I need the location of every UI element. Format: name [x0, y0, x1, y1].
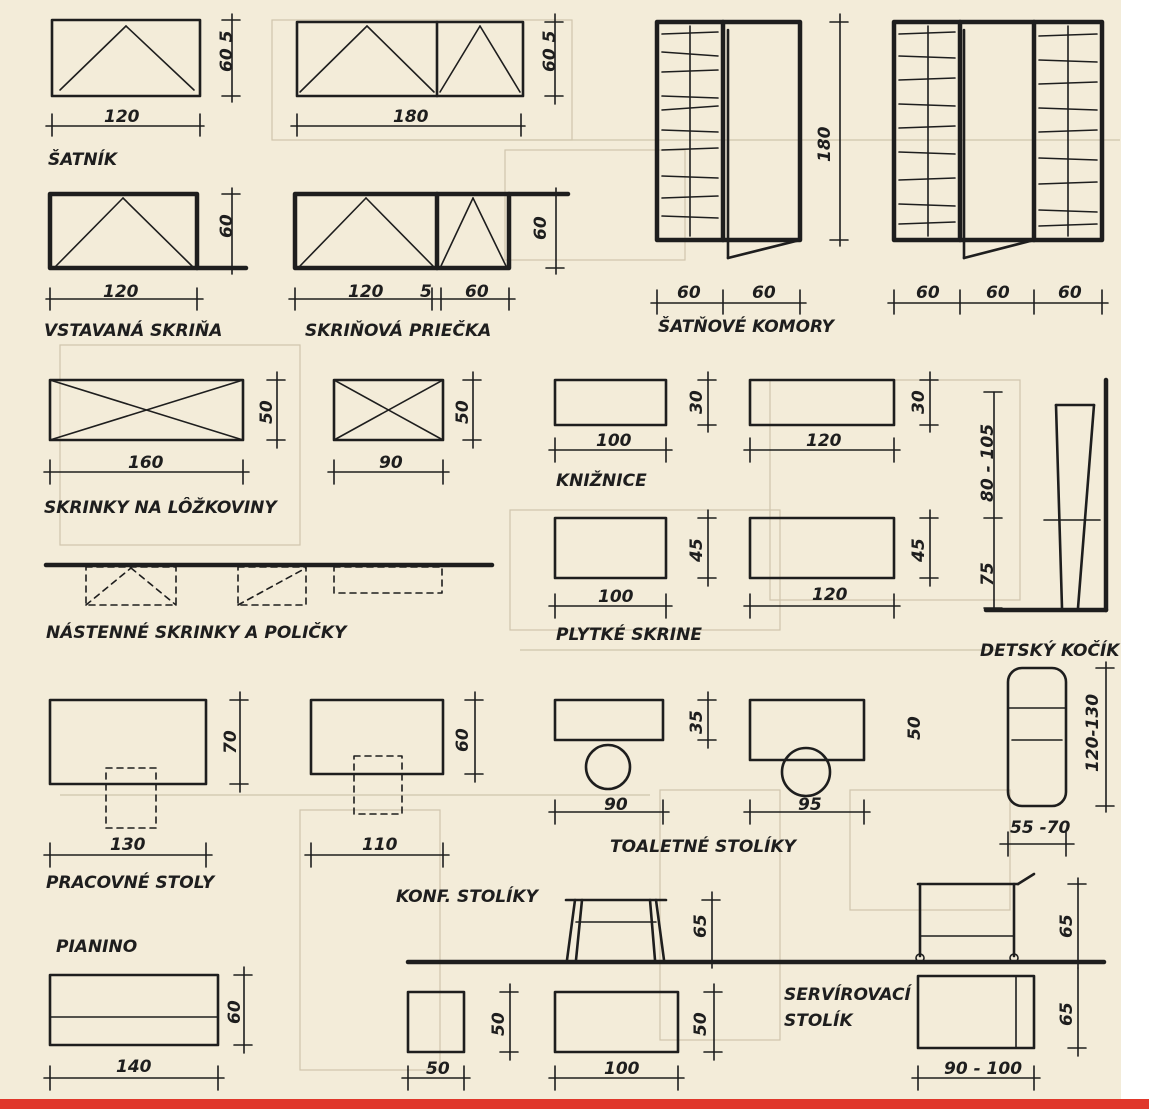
dim-vstav-depth: 60	[217, 214, 237, 238]
toaletny-stolik-90: 90 35	[548, 691, 717, 825]
dim-toal-a-depth: 35	[687, 710, 707, 734]
pracovny-stol-130: 130 70	[43, 691, 249, 868]
plytke-skrine-100: 100 45	[548, 509, 717, 619]
dim-priecka-depth: 60	[531, 216, 551, 240]
dim-kocik-h1: 80 - 105	[978, 424, 998, 502]
dim-serv-width: 90 - 100	[944, 1059, 1022, 1079]
dim-kniz-b-depth: 30	[909, 390, 929, 414]
detsky-kocik-side: 80 - 105 75	[978, 377, 1109, 613]
dim-kocik-h2: 75	[978, 562, 998, 586]
plytke-skrine-120: 120 45	[743, 509, 939, 619]
dim-konf-b-depth: 50	[691, 1012, 711, 1036]
vstavana-skrina: 120 60	[45, 187, 249, 311]
nastenne-skrinky	[43, 562, 495, 606]
label-servirovaci-1: SERVÍROVACÍ	[784, 983, 912, 1005]
dim-loz-b-depth: 50	[453, 400, 473, 424]
dim-kom-b-w3: 60	[1058, 283, 1082, 303]
label-skrinky-na-lozkoviny: SKRINKY NA LÔŽKOVINY	[44, 496, 278, 518]
dim-priecka-w1: 120	[348, 282, 384, 302]
label-skrinova-priecka: SKRIŇOVÁ PRIEČKA	[305, 319, 491, 341]
dim-kniz-b-width: 120	[806, 431, 842, 451]
detsky-kocik-plan: 120-130 55 -70	[999, 661, 1115, 857]
dim-kom-b-w1: 60	[916, 283, 940, 303]
servirovaci-stolik-plan: 90 - 100 65	[911, 967, 1087, 1091]
dim-kocik-width: 55 -70	[1010, 818, 1070, 838]
bottom-red-bar	[0, 1099, 1149, 1109]
label-konf-stoliky: KONF. STOLÍKY	[396, 885, 540, 907]
dim-satnik-b-depth: 60 5	[540, 31, 560, 72]
dim-loz-a-depth: 50	[257, 400, 277, 424]
dim-serv-height: 65	[1057, 914, 1077, 938]
dim-kom-b-w2: 60	[986, 283, 1010, 303]
dim-satnik-a-depth: 60 5	[217, 31, 237, 72]
lozkoviny-160: 160 50	[43, 371, 286, 485]
dim-priecka-gap: 5	[420, 282, 432, 302]
label-satnik: ŠATNÍK	[48, 148, 119, 170]
dim-plyt-b-depth: 45	[909, 538, 929, 563]
pracovny-stol-110: 110 60	[304, 691, 484, 868]
dim-konf-a-width: 50	[426, 1059, 450, 1079]
dim-kom-a-w2: 60	[752, 283, 776, 303]
dim-kniz-a-depth: 30	[687, 390, 707, 414]
kniznice-120: 120 30	[743, 371, 939, 463]
dim-kom-a-w1: 60	[677, 283, 701, 303]
dim-konf-a-depth: 50	[489, 1012, 509, 1036]
label-plytke-skrine: PLYTKÉ SKRINE	[556, 623, 702, 645]
dim-konf-height: 65	[691, 914, 711, 938]
label-kniznice: KNIŽNICE	[556, 469, 647, 491]
servirovaci-stolik-side: 65	[915, 872, 1087, 969]
dim-kocik-length: 120-130	[1083, 694, 1103, 772]
lozkoviny-90: 90 50	[327, 371, 482, 485]
hanging-clothes-lines-a	[661, 25, 719, 237]
toaletny-stolik-95: 95 50	[743, 698, 925, 825]
label-satnove-komory: ŠATŇOVÉ KOMORY	[658, 315, 836, 337]
dim-loz-b-width: 90	[379, 453, 403, 473]
pianino: 140 60	[43, 966, 253, 1091]
dim-stol-b-depth: 60	[453, 728, 473, 752]
label-vstavana-skrina: VSTAVANÁ SKRIŇA	[44, 319, 222, 341]
satnik-180: 180 60 5	[290, 13, 564, 137]
label-nastenne-skrinky: NÁSTENNÉ SKRINKY A POLIČKY	[46, 621, 348, 643]
dim-konf-b-width: 100	[604, 1059, 640, 1079]
dim-kom-height: 180	[815, 126, 835, 162]
dim-plyt-b-width: 120	[812, 585, 848, 605]
dim-satnik-b-width: 180	[393, 107, 429, 127]
dim-toal-a-width: 90	[604, 795, 628, 815]
dim-piano-depth: 60	[225, 1000, 245, 1024]
dim-stol-a-width: 130	[110, 835, 146, 855]
dim-kniz-a-width: 100	[596, 431, 632, 451]
dim-priecka-w2: 60	[465, 282, 489, 302]
satnik-120: 120 60 5	[45, 13, 241, 137]
konf-stolik-100: 100 50	[548, 983, 723, 1091]
satnove-komory-a: 60 60 180	[650, 13, 849, 315]
dim-vstav-width: 120	[103, 282, 139, 302]
dim-serv-depth: 65	[1057, 1002, 1077, 1026]
dim-satnik-a-width: 120	[104, 107, 140, 127]
dim-piano-width: 140	[116, 1057, 152, 1077]
dim-toal-b-depth: 50	[905, 716, 925, 740]
page-right-edge	[1121, 0, 1149, 1099]
konf-stolik-50: 50 50	[401, 983, 519, 1091]
konf-stolik-side: 65	[405, 891, 1107, 969]
label-pracovne-stoly: PRACOVNÉ STOLY	[46, 871, 216, 893]
kniznice-100: 100 30	[548, 371, 717, 463]
dim-loz-a-width: 160	[128, 453, 164, 473]
label-servirovaci-2: STOLÍK	[784, 1009, 854, 1031]
hanging-clothes-lines-b	[898, 25, 1098, 237]
skrinova-priecka: 120 5 60 60	[288, 187, 571, 311]
dim-stol-a-depth: 70	[221, 730, 241, 754]
dim-plyt-a-width: 100	[598, 587, 634, 607]
dim-stol-b-width: 110	[362, 835, 398, 855]
dim-toal-b-width: 95	[798, 795, 822, 815]
satnove-komory-b: 60 60 60	[887, 19, 1109, 315]
label-pianino: PIANINO	[56, 937, 137, 957]
label-detsky-kocik: DETSKÝ KOČÍK	[980, 639, 1121, 661]
dim-plyt-a-depth: 45	[687, 538, 707, 563]
label-toaletne-stoliky: TOALETNÉ STOLÍKY	[610, 835, 798, 857]
